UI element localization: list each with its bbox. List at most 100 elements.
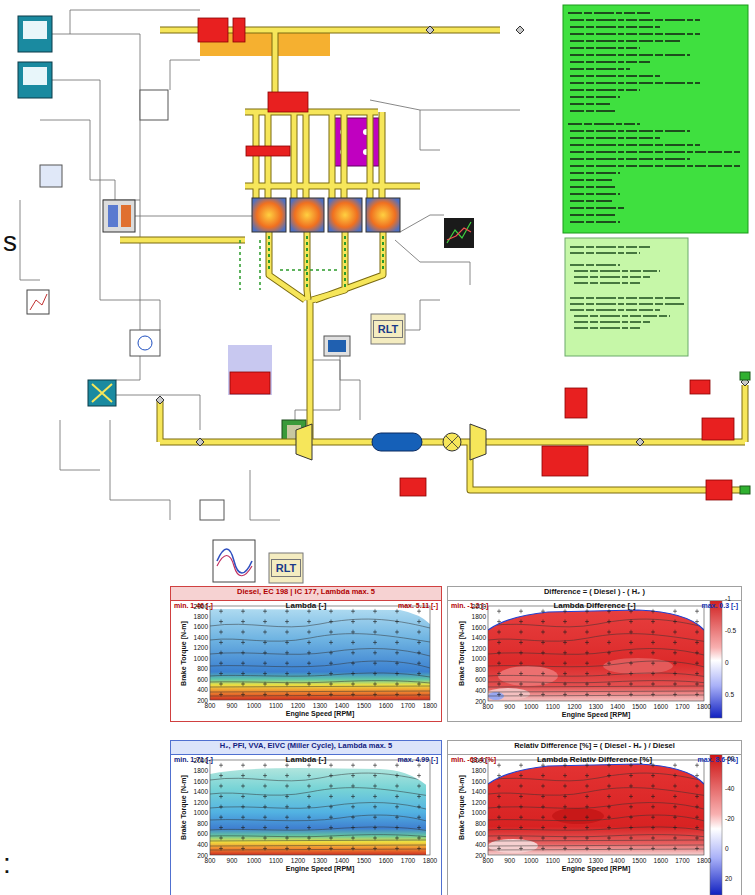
gas-pipes-part — [120, 30, 745, 490]
axis-tick: 800 — [197, 820, 208, 827]
pipe-components-part — [400, 478, 426, 496]
sensor-icons-part — [324, 336, 350, 356]
axis-tick: 1600 — [654, 857, 668, 864]
max-value: max. 0.3 [-] — [701, 602, 738, 609]
turbo-note-panel-part — [574, 282, 640, 284]
axis-tick: 400 — [197, 686, 208, 693]
pipe-components-part — [690, 380, 710, 394]
axis-tick: 1600 — [194, 623, 208, 630]
gas-pipes-part — [269, 236, 383, 288]
axis-tick: 800 — [205, 857, 216, 864]
turbo-note-panel-part — [574, 327, 640, 329]
contour-plot-diesel-part — [210, 606, 430, 700]
rlt-block: RLT — [373, 320, 404, 338]
axis-tick: 1600 — [194, 778, 208, 785]
contour-plot-hydrogen-part — [210, 760, 426, 855]
axis-tick: 1000 — [472, 809, 486, 816]
axis-tick: 600 — [475, 830, 486, 837]
axis-title: Brake Torque [N-m] — [179, 621, 186, 686]
axis-tick: 1400 — [194, 634, 208, 641]
engine-cylinders — [252, 198, 400, 232]
intake-band-part — [228, 345, 272, 395]
chart-panel: Difference = ( Diesel ) - ( H₂ )min. -1.… — [447, 586, 742, 722]
pipe-components-part — [740, 486, 750, 494]
axis-tick: 1300 — [313, 702, 327, 709]
colorbar-tick: 0 — [725, 659, 729, 666]
sensor-icons-part — [18, 62, 52, 98]
note-panel-part — [570, 186, 615, 188]
pipe-components-part — [372, 433, 422, 451]
contour-plot-diesel-part — [210, 606, 430, 700]
control-wires-part — [370, 100, 520, 110]
control-wires-part — [52, 34, 140, 380]
sensor-icons-part — [140, 90, 168, 120]
axis-tick: 1800 — [697, 703, 711, 710]
color-bars-part — [710, 748, 722, 895]
axis-tick: 1800 — [194, 767, 208, 774]
axis-tick: 1800 — [423, 702, 437, 709]
rlt-icons-part — [269, 553, 303, 583]
sensor-icons-part — [217, 549, 252, 573]
note-panel-part — [570, 54, 690, 56]
axis-tick: 1800 — [697, 857, 711, 864]
max-value: max. 4.99 [-] — [398, 756, 438, 763]
axis-title: Engine Speed [RPM] — [286, 710, 354, 717]
sensor-icons-part — [88, 380, 116, 406]
pipe-components-part — [740, 372, 750, 380]
axis-tick: 1300 — [589, 857, 603, 864]
sensor-icons-part — [27, 290, 49, 314]
control-wires-part — [420, 110, 440, 150]
sensor-icons-part — [121, 205, 131, 227]
axis-tick: 1400 — [472, 788, 486, 795]
axis-tick: 1800 — [194, 613, 208, 620]
panel-header: Difference = ( Diesel ) - ( H₂ ) — [448, 587, 741, 601]
axis-title: Engine Speed [RPM] — [562, 711, 630, 718]
contour-plot-relative — [488, 760, 708, 855]
pipe-components-part — [446, 436, 458, 448]
sensor-icons-part — [30, 294, 47, 310]
axis-tick: 1100 — [546, 703, 560, 710]
sensor-icons-part — [447, 228, 471, 240]
control-wires-part — [135, 216, 252, 217]
contour-plot-difference-part — [488, 606, 704, 701]
axis-title: Engine Speed [RPM] — [562, 865, 630, 872]
note-panel-part — [570, 151, 740, 153]
sensor-icons-part — [23, 67, 47, 85]
axis-tick: 2000 — [194, 757, 208, 764]
sensor-icons-part — [23, 21, 47, 39]
pipe-components-part — [246, 146, 290, 156]
max-value: max. 5.11 [-] — [398, 602, 438, 609]
axis-tick: 600 — [475, 676, 486, 683]
contour-plot-difference-part-part — [488, 606, 704, 701]
contour-plot-hydrogen — [210, 760, 430, 855]
control-wires-part — [170, 60, 200, 90]
axis-tick: 800 — [475, 820, 486, 827]
turbo-note-panel-part — [570, 303, 684, 305]
sensor-icons-part — [138, 336, 152, 350]
axis-tick: 900 — [227, 857, 238, 864]
axis-tick: 1600 — [654, 703, 668, 710]
contour-plot-relative-part-part — [488, 760, 704, 855]
pipe-components-part — [565, 388, 587, 418]
axis-tick: 800 — [475, 666, 486, 673]
note-panel-part — [570, 214, 615, 216]
note-panel-part — [570, 89, 640, 91]
axis-tick: 1400 — [194, 788, 208, 795]
contour-plot-difference — [486, 606, 708, 701]
axis-tick: 2000 — [472, 603, 486, 610]
pipe-components-part — [233, 18, 245, 42]
note-panel-part — [570, 33, 700, 35]
sensor-icons-part — [130, 330, 160, 356]
axis-tick: 1400 — [610, 703, 624, 710]
note-panel-part — [570, 40, 680, 42]
note-panel-part — [570, 61, 650, 63]
note-panel-part — [570, 75, 660, 77]
cropped-letter: : — [3, 848, 11, 880]
turbo-note-panel-part — [574, 315, 670, 317]
axis-tick: 1600 — [472, 624, 486, 631]
chart-title: Lambda Relativ Difference [%] — [448, 755, 741, 764]
turbo-note-panel — [565, 238, 688, 356]
block-label: RLT — [378, 323, 399, 335]
chart-title: Lambda Difference [-] — [448, 601, 741, 610]
